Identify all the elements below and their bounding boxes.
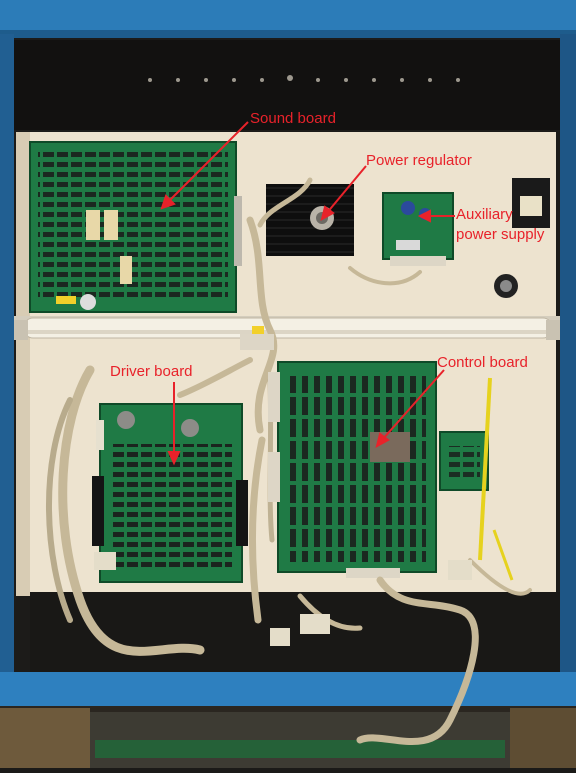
- label-auxiliary-power-supply-line1: Auxiliary: [456, 206, 513, 223]
- auxiliary-power-supply: [382, 192, 454, 266]
- arrow-sound-board: [167, 121, 249, 203]
- cabinet-left-side: [0, 34, 14, 694]
- top-right-box: [494, 178, 550, 298]
- wood-floor-left: [0, 708, 90, 768]
- arrow-sound-board-head: [160, 194, 176, 210]
- annotation-arrows: [160, 121, 455, 466]
- label-control-board: Control board: [437, 354, 528, 371]
- arrow-power-regulator: [325, 165, 367, 215]
- yellow-wire: [492, 529, 514, 581]
- cabinet-right-side: [560, 34, 576, 694]
- arrow-power-regulator-head: [320, 205, 335, 221]
- arrow-control-board: [381, 369, 445, 441]
- cabinet-top-rail: [0, 0, 576, 34]
- yellow-strap: [478, 377, 492, 561]
- sound-board: [29, 141, 242, 313]
- lower-green-edge: [95, 740, 505, 758]
- arrow-aux-power-head: [417, 209, 431, 223]
- label-driver-board: Driver board: [110, 363, 193, 380]
- fluorescent-tube: [14, 316, 560, 340]
- arrow-control-board-head: [375, 432, 390, 448]
- label-auxiliary-power-supply-line2: power supply: [456, 226, 545, 243]
- power-regulator: [266, 184, 354, 256]
- arrow-driver-board-head: [167, 451, 181, 466]
- connectors: [94, 326, 472, 646]
- label-power-regulator: Power regulator: [366, 152, 472, 169]
- lower-interior: [30, 592, 560, 672]
- vent-panel: [14, 40, 560, 130]
- vent-holes: [148, 75, 460, 82]
- control-board: [277, 361, 437, 578]
- backboard-shadow-left: [16, 132, 30, 596]
- wood-floor-right: [510, 708, 576, 768]
- cabinet-top-rail-shadow: [0, 30, 576, 38]
- driver-board: [92, 403, 248, 583]
- small-display-board: [439, 431, 489, 491]
- label-sound-board: Sound board: [250, 110, 336, 127]
- cabinet-bottom-rail: [0, 672, 576, 708]
- wiring-harness: [46, 177, 532, 745]
